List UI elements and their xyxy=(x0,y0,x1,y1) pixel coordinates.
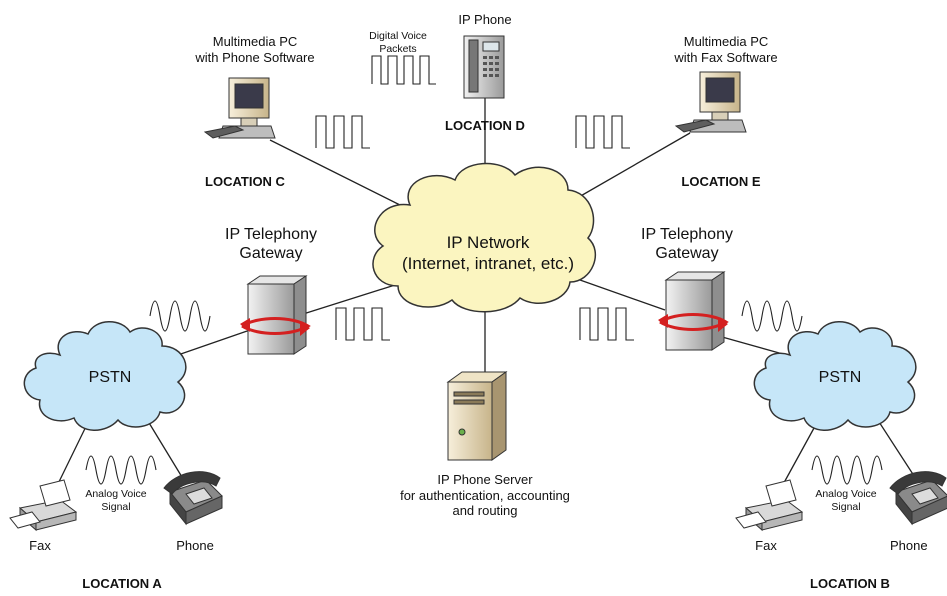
analog-signals xyxy=(85,300,883,485)
analog-wave-location-a xyxy=(85,455,157,485)
label-gateway-right: IP Telephony Gateway xyxy=(612,225,762,263)
digital-signals xyxy=(315,55,634,341)
label-ip-network-line2: (Internet, intranet, etc.) xyxy=(402,254,574,274)
phone-right-icon xyxy=(889,471,947,526)
label-gateway-left: IP Telephony Gateway xyxy=(196,225,346,263)
label-multimedia-pc-fax-line2: with Fax Software xyxy=(674,49,778,65)
digital-wave-gateway-left xyxy=(335,307,390,341)
label-phone-right: Phone xyxy=(890,538,928,553)
label-multimedia-pc-fax-line1: Multimedia PC xyxy=(683,34,769,49)
label-pstn-left: PSTN xyxy=(88,369,132,386)
label-analog-voice-right-line1: Analog Voice xyxy=(815,488,877,500)
multimedia-pc-c-icon xyxy=(203,77,276,139)
label-ip-network-line1: IP Network xyxy=(446,233,530,252)
label-location-e: LOCATION E xyxy=(681,174,761,189)
line-gateway-right-to-network xyxy=(579,279,666,311)
analog-wave-gateway-left xyxy=(149,300,211,332)
digital-wave-location-e xyxy=(575,115,630,149)
label-pstn-right: PSTN xyxy=(818,369,862,386)
digital-wave-location-c xyxy=(315,115,370,149)
ip-network-cloud xyxy=(372,162,597,313)
label-location-b: LOCATION B xyxy=(810,576,890,591)
label-gateway-right-line1: IP Telephony xyxy=(641,226,733,243)
ip-phone-icon xyxy=(463,35,505,99)
multimedia-pc-e-icon xyxy=(674,71,747,133)
line-gateway-left-to-network xyxy=(299,284,396,316)
label-ip-network: IP Network (Internet, intranet, etc.) xyxy=(378,232,598,275)
pstn-right-cloud xyxy=(753,321,917,431)
label-ip-phone: IP Phone xyxy=(458,12,512,27)
label-multimedia-pc-fax: Multimedia PC with Fax Software xyxy=(646,34,806,65)
fax-right-icon xyxy=(735,479,804,532)
label-analog-voice-right: Analog Voice Signal xyxy=(806,488,886,513)
pstn-left-cloud xyxy=(23,321,187,431)
label-location-a: LOCATION A xyxy=(82,576,162,591)
label-digital-voice-packets-line2: Packets xyxy=(379,42,417,55)
digital-wave-gateway-right xyxy=(579,307,634,341)
label-fax-right: Fax xyxy=(755,538,777,553)
line-pc-c-to-network xyxy=(269,139,421,216)
label-gateway-left-line1: IP Telephony xyxy=(225,226,317,243)
label-phone-left: Phone xyxy=(176,538,214,553)
label-analog-voice-right-line2: Signal xyxy=(831,500,861,513)
label-ip-phone-server-line2: for authentication, accounting xyxy=(400,487,570,503)
label-gateway-right-line2: Gateway xyxy=(655,245,719,263)
label-fax-left: Fax xyxy=(29,538,51,553)
label-multimedia-pc-phone-line2: with Phone Software xyxy=(195,49,315,65)
analog-wave-gateway-right xyxy=(741,300,803,332)
digital-wave-location-d xyxy=(371,55,436,85)
ip-phone-server-icon xyxy=(446,371,508,461)
label-analog-voice-left-line1: Analog Voice xyxy=(85,488,147,500)
label-gateway-left-line2: Gateway xyxy=(239,245,303,263)
gateway-right-icon xyxy=(658,271,729,351)
fax-left-icon xyxy=(9,479,78,532)
label-analog-voice-left: Analog Voice Signal xyxy=(76,488,156,513)
gateway-left-icon xyxy=(240,275,311,355)
label-ip-phone-server: IP Phone Server for authentication, acco… xyxy=(365,472,605,519)
label-multimedia-pc-phone: Multimedia PC with Phone Software xyxy=(170,34,340,65)
label-multimedia-pc-phone-line1: Multimedia PC xyxy=(212,34,298,49)
line-pc-e-to-network xyxy=(564,132,691,206)
label-digital-voice-packets: Digital Voice Packets xyxy=(358,30,438,55)
label-analog-voice-left-line2: Signal xyxy=(101,500,131,513)
label-digital-voice-packets-line1: Digital Voice xyxy=(369,30,427,42)
label-ip-phone-server-line1: IP Phone Server xyxy=(437,472,533,487)
analog-wave-location-b xyxy=(811,455,883,485)
line-pstn-left-to-gateway xyxy=(174,329,251,357)
label-location-d: LOCATION D xyxy=(445,118,525,133)
label-ip-phone-server-line3: and routing xyxy=(452,503,518,519)
phone-left-icon xyxy=(163,471,223,526)
label-location-c: LOCATION C xyxy=(205,174,285,189)
